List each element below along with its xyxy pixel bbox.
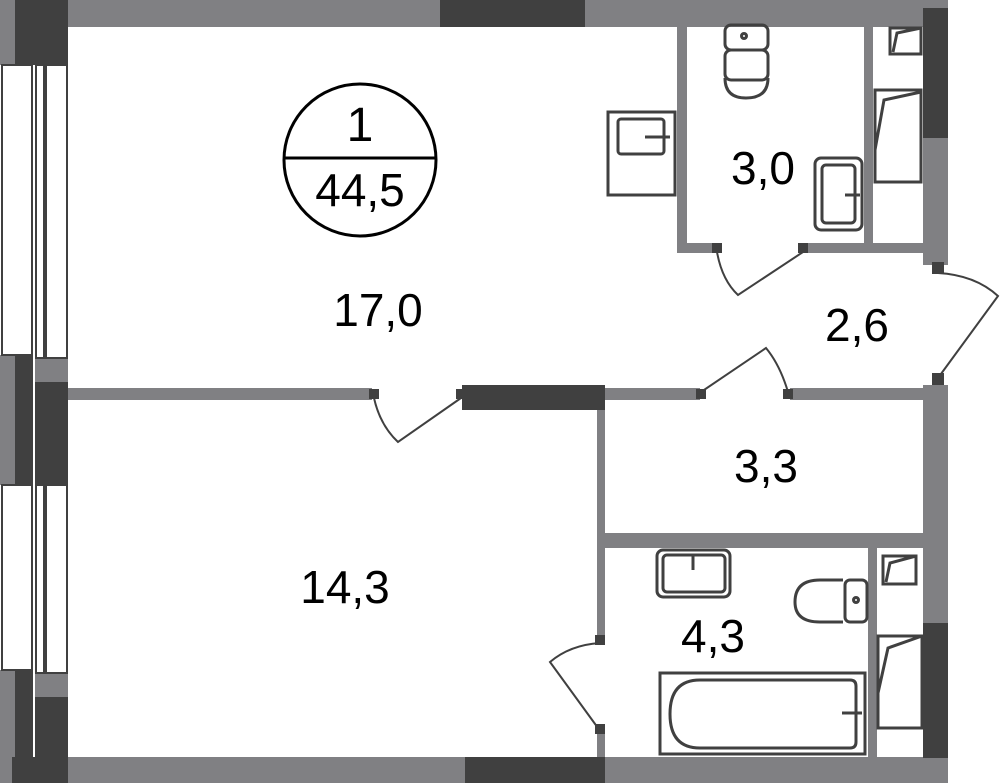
total-area: 44,5 bbox=[315, 164, 405, 216]
shaft-icon bbox=[873, 26, 923, 184]
bathtub-icon bbox=[658, 671, 867, 756]
windows bbox=[1, 64, 68, 674]
doors bbox=[369, 243, 1000, 734]
sink-icon bbox=[813, 156, 864, 232]
room-area-storage: 3,3 bbox=[734, 440, 798, 492]
room-area-bathroom: 4,3 bbox=[681, 610, 745, 662]
shaft-icon bbox=[876, 554, 924, 730]
room-area-bedroom: 14,3 bbox=[300, 561, 390, 613]
sink-icon bbox=[606, 110, 677, 197]
toilet-icon bbox=[723, 23, 770, 100]
sink-icon bbox=[655, 548, 732, 599]
room-area-living-room: 17,0 bbox=[333, 284, 423, 336]
room-area-toilet: 3,0 bbox=[731, 142, 795, 194]
apartment-badge bbox=[282, 82, 438, 238]
rooms-count: 1 bbox=[346, 99, 374, 152]
toilet-icon bbox=[793, 578, 869, 624]
load-bearing-walls bbox=[12, 0, 948, 783]
fixtures bbox=[606, 23, 924, 756]
room-area-hallway: 2,6 bbox=[825, 299, 889, 351]
